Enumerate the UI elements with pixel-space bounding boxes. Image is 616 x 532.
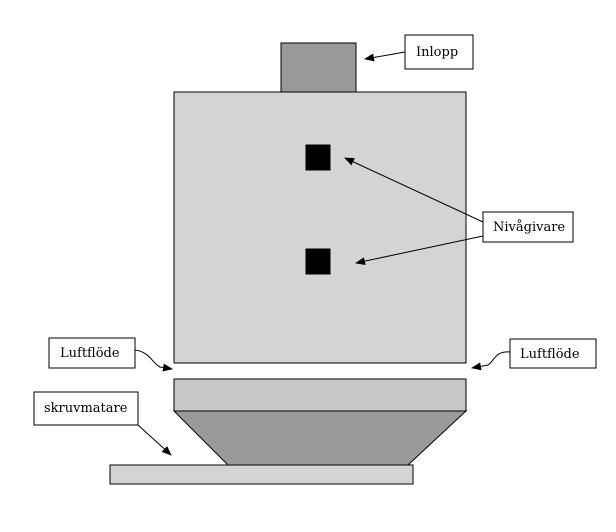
level-sensor-arrow-lower bbox=[355, 235, 484, 266]
screw-feeder-label-text: skruvmatare bbox=[44, 401, 128, 416]
airflow-left-label-text: Luftflöde bbox=[60, 346, 120, 361]
funnel bbox=[172, 410, 468, 466]
inlet-pipe bbox=[280, 42, 357, 93]
inlet-label: Inlopp bbox=[404, 34, 474, 70]
hopper-body bbox=[173, 91, 467, 364]
level-sensor-label: Nivågivare bbox=[482, 211, 574, 243]
level-sensor-upper bbox=[305, 144, 331, 171]
screw-feeder-label: skruvmatare bbox=[33, 391, 139, 426]
airflow-right-label-box bbox=[509, 338, 597, 369]
airflow-right-label-text: Luftflöde bbox=[520, 347, 580, 362]
screw-feeder-bar bbox=[109, 464, 414, 485]
screw-feeder-arrow bbox=[137, 424, 172, 456]
base-plate bbox=[173, 378, 467, 412]
screw-feeder-label-box bbox=[33, 391, 139, 426]
inlet-label-box bbox=[404, 34, 474, 70]
airflow-right-label: Luftflöde bbox=[509, 338, 597, 369]
airflow-left-label: Luftflöde bbox=[48, 337, 136, 369]
level-sensor-label-text: Nivågivare bbox=[493, 219, 565, 235]
airflow-left-label-box bbox=[48, 337, 136, 369]
level-sensor-label-box bbox=[482, 211, 574, 243]
level-sensor-lower bbox=[305, 248, 331, 275]
level-sensor-arrow-upper bbox=[344, 157, 484, 223]
inlet-arrow bbox=[364, 51, 406, 62]
inlet-label-text: Inlopp bbox=[416, 45, 458, 60]
airflow-left-arrow bbox=[134, 349, 173, 372]
airflow-right-arrow bbox=[471, 351, 511, 371]
